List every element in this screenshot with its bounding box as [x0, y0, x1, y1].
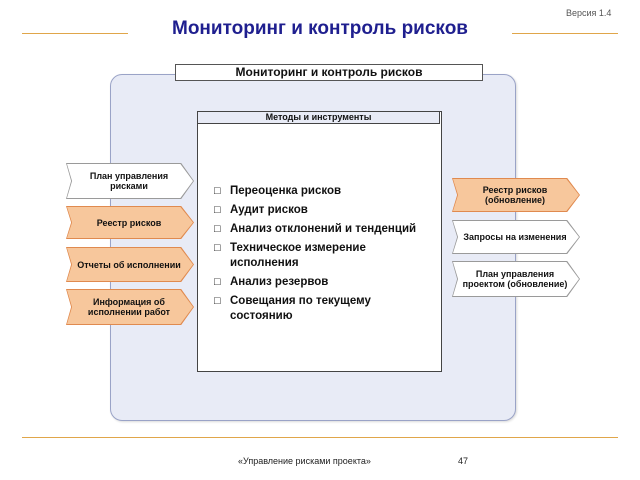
input-label: План управления рисками [89, 171, 169, 191]
method-item: □ Совещания по текущему состоянию [214, 294, 434, 324]
method-label: Переоценка рисков [230, 185, 342, 197]
output-arrow-change-requests: Запросы на изменения [452, 220, 580, 254]
method-item: □ Анализ резервов [214, 275, 434, 290]
methods-header: Методы и инструменты [197, 111, 440, 124]
bullet-icon: □ [214, 276, 221, 288]
input-arrow-risk-register: Реестр рисков [66, 206, 194, 239]
process-header: Мониторинг и контроль рисков [175, 64, 483, 81]
input-label: Информация об исполнении работ [87, 297, 171, 317]
input-arrow-risk-plan: План управления рисками [66, 163, 194, 199]
bullet-icon: □ [214, 295, 221, 307]
output-arrow-risk-register-update: Реестр рисков (обновление) [452, 178, 580, 212]
title-divider-right [512, 33, 618, 34]
method-label: Совещания по текущему состоянию [230, 295, 371, 322]
method-item: □ Аудит рисков [214, 203, 434, 218]
methods-list: □ Переоценка рисков □ Аудит рисков □ Анализ… [214, 184, 434, 328]
output-label: Реестр рисков (обновление) [482, 185, 548, 205]
footer-text: «Управление рисками проекта» [238, 456, 371, 466]
input-label: Реестр рисков [96, 217, 162, 228]
method-item: □ Переоценка рисков [214, 184, 434, 199]
methods-box [197, 111, 442, 372]
bullet-icon: □ [214, 223, 221, 235]
page-title: Мониторинг и контроль рисков [172, 18, 468, 39]
method-label: Анализ резервов [230, 276, 329, 288]
method-label: Техническое измерение исполнения [230, 242, 366, 269]
method-item: □ Анализ отклонений и тенденций [214, 222, 434, 237]
bullet-icon: □ [214, 204, 221, 216]
output-label: План управления проектом (обновление) [462, 269, 568, 289]
page-number: 47 [458, 456, 469, 466]
output-label: Запросы на изменения [463, 232, 567, 242]
bullet-icon: □ [214, 242, 221, 254]
output-arrow-project-plan-update: План управления проектом (обновление) [452, 261, 580, 297]
footer-divider [22, 437, 618, 438]
input-label: Отчеты об исполнении [77, 259, 181, 270]
input-arrow-work-performance: Информация об исполнении работ [66, 289, 194, 325]
input-arrow-performance-reports: Отчеты об исполнении [66, 247, 194, 282]
version-label: Версия 1.4 [566, 8, 612, 18]
title-divider-left [22, 33, 128, 34]
method-item: □ Техническое измерение исполнения [214, 241, 434, 271]
method-label: Анализ отклонений и тенденций [230, 223, 417, 235]
bullet-icon: □ [214, 185, 221, 197]
method-label: Аудит рисков [230, 204, 308, 216]
